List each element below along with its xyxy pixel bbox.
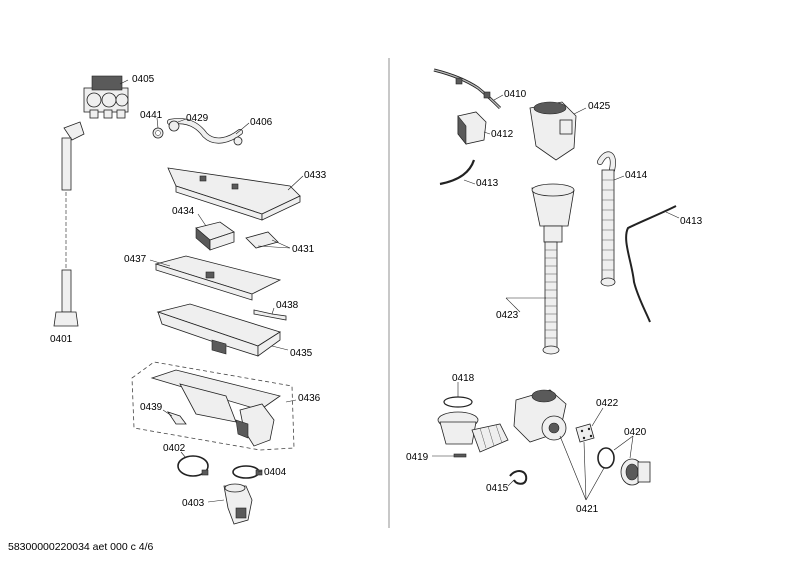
label-0406: 0406 (250, 117, 273, 128)
part-0434-module (195, 221, 235, 251)
part-0412-housing (457, 111, 487, 145)
label-0413-left: 0413 (476, 178, 499, 189)
part-0419-bellows (437, 411, 509, 458)
right-leader-lines (432, 94, 680, 501)
part-0401-fill-hose (53, 121, 85, 327)
part-0404-clamp (232, 465, 263, 479)
label-0421: 0421 (576, 504, 599, 515)
label-0439: 0439 (140, 402, 163, 413)
document-id-footer: 58300000220034 aet 000 c 4/6 (8, 541, 154, 553)
label-0419: 0419 (406, 452, 429, 463)
part-0437-middle-tray (154, 255, 282, 301)
part-0433-upper-tray (167, 167, 301, 221)
part-0435-lower-tray (156, 303, 281, 357)
label-0425: 0425 (588, 101, 611, 112)
label-0437: 0437 (124, 254, 147, 265)
label-0429: 0429 (186, 113, 209, 124)
label-0434: 0434 (172, 206, 195, 217)
label-0404: 0404 (264, 467, 287, 478)
part-0441-clamp (152, 127, 164, 139)
part-0414-drain-hose (597, 151, 616, 287)
label-0401: 0401 (50, 334, 73, 345)
part-0423-drain-assembly (531, 183, 575, 355)
label-0423: 0423 (496, 310, 519, 321)
label-0412: 0412 (491, 129, 514, 140)
label-0414: 0414 (625, 170, 648, 181)
part-0431-plate (245, 231, 279, 249)
part-0403-elbow (223, 483, 253, 525)
label-0413-right: 0413 (680, 216, 703, 227)
label-0415: 0415 (486, 483, 509, 494)
label-0431: 0431 (292, 244, 315, 255)
part-0410-harness (433, 68, 502, 110)
label-0402: 0402 (163, 443, 186, 454)
part-0418-ring (443, 396, 473, 408)
part-0436-assembly-outline (131, 361, 295, 451)
part-0429-hose (167, 118, 243, 146)
part-0420-filter (597, 447, 651, 486)
part-0405-valve-block (83, 75, 129, 119)
label-0438: 0438 (276, 300, 299, 311)
label-0433: 0433 (304, 170, 327, 181)
label-0405: 0405 (132, 74, 155, 85)
part-0425-pump-housing (529, 101, 577, 161)
label-0403: 0403 (182, 498, 205, 509)
drain-pump (513, 389, 567, 443)
right-part-labels: 0410 0425 0412 0413 0414 0413 0423 0418 … (406, 89, 703, 515)
part-0439-part (167, 411, 187, 425)
part-0413-cable-right (625, 205, 677, 323)
part-0413-cable-left (439, 159, 476, 186)
label-0436: 0436 (298, 393, 321, 404)
label-0410: 0410 (504, 89, 527, 100)
left-part-labels: 0405 0441 0429 0406 0433 0434 0431 0437 … (50, 74, 327, 509)
label-0435: 0435 (290, 348, 313, 359)
label-0422: 0422 (596, 398, 619, 409)
part-0438-bar (253, 309, 287, 321)
left-leader-lines (119, 79, 304, 503)
label-0441: 0441 (140, 110, 163, 121)
part-0422-plate (575, 423, 595, 443)
label-0418: 0418 (452, 373, 475, 384)
part-0415-clip (509, 470, 528, 485)
part-0402-clamp-ring (177, 455, 209, 477)
label-0420: 0420 (624, 427, 647, 438)
